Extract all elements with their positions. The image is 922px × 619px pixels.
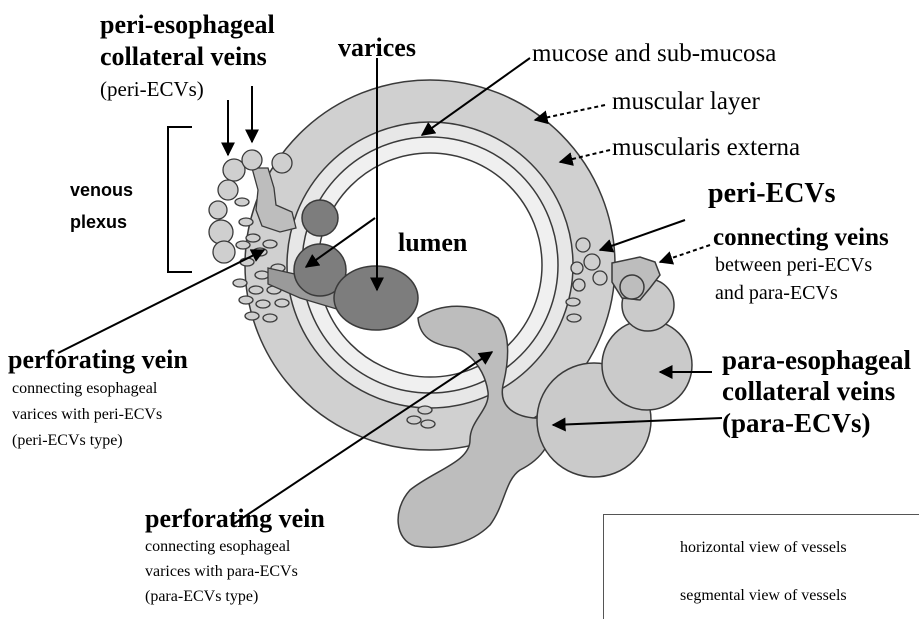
connecting-vein-node <box>620 275 644 299</box>
para-ecv-circle-medium <box>602 320 692 410</box>
legend-horizontal-label: horizontal view of vessels <box>680 539 847 557</box>
venous-plexus-line2: plexus <box>70 212 127 232</box>
connecting-veins-desc-line2: and para-ECVs <box>715 282 838 304</box>
venous-plexus-line1: venous <box>70 180 133 200</box>
perforating-vein-peri-title: perforating vein <box>8 345 188 374</box>
mucosa-label: mucose and sub-mucosa <box>532 40 776 68</box>
connecting-veins-desc-line1: between peri-ECVs <box>715 254 872 276</box>
peri-ecv-title-line2: collateral veins <box>100 42 267 71</box>
legend-segmental-label: segmental view of vessels <box>680 587 847 605</box>
varices-label: varices <box>338 33 416 62</box>
venous-plexus-bracket <box>168 127 192 272</box>
lumen-area <box>318 153 542 377</box>
perforating-vein-peri-desc-line1: connecting esophageal <box>12 380 157 398</box>
perforating-vein-para-desc-line3: (para-ECVs type) <box>145 588 258 606</box>
perforating-vein-para-desc-line2: varices with para-ECVs <box>145 563 298 581</box>
perforating-vein-para-desc-line1: connecting esophageal <box>145 538 290 556</box>
connecting-veins-title: connecting veins <box>713 224 889 252</box>
para-ecv-title-line2: collateral veins <box>722 376 895 406</box>
perforating-vein-para-title: perforating vein <box>145 504 325 533</box>
perforating-vein-peri-desc-line3: (peri-ECVs type) <box>12 432 123 450</box>
muscularis-externa-label: muscularis externa <box>612 134 800 162</box>
para-ecv-abbreviation: (para-ECVs) <box>722 408 871 438</box>
perforating-vein-peri-desc-line2: varices with peri-ECVs <box>12 406 162 424</box>
varix-upper <box>302 200 338 236</box>
muscular-layer-label: muscular layer <box>612 88 760 116</box>
lumen-label: lumen <box>398 228 467 257</box>
peri-ecvs-label: peri-ECVs <box>708 178 836 209</box>
para-ecv-title-line1: para-esophageal <box>722 345 911 375</box>
peri-ecv-abbreviation: (peri-ECVs) <box>100 78 204 102</box>
peri-ecv-title-line1: peri-esophageal <box>100 10 275 39</box>
